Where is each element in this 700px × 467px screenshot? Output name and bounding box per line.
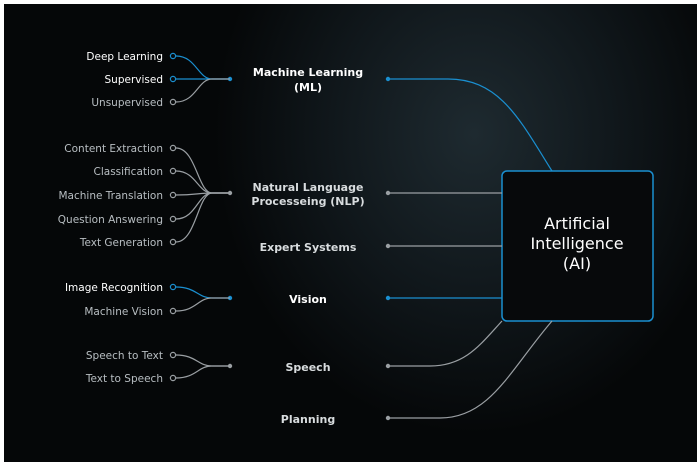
- leaf-connector: [175, 78, 230, 103]
- leaf-label: Text Generation: [79, 237, 163, 249]
- leaf-connector: [175, 170, 230, 194]
- ai-root-label: Artificial: [544, 214, 610, 233]
- leaf-node: [169, 167, 177, 175]
- leaf-connector: [175, 286, 230, 299]
- ai-root-label: Intelligence: [530, 234, 623, 253]
- connector-to-ai: [388, 320, 503, 367]
- category-node-right: [385, 363, 391, 369]
- leaf-node: [169, 374, 177, 382]
- category-node-right: [385, 415, 391, 421]
- leaf-label: Unsupervised: [91, 97, 163, 109]
- leaf-label: Question Answering: [58, 214, 163, 226]
- leaf-node: [169, 75, 177, 83]
- leaf-label: Image Recognition: [65, 282, 163, 294]
- leaf-label: Machine Translation: [58, 190, 163, 202]
- category-node-right: [385, 76, 391, 82]
- category-label: (ML): [294, 81, 322, 94]
- leaf-connector: [175, 365, 230, 379]
- connector-to-ai: [388, 320, 553, 419]
- leaf-node: [169, 307, 177, 315]
- category-label: Expert Systems: [260, 241, 357, 254]
- category-label: Machine Learning: [253, 66, 363, 79]
- leaf-node: [169, 283, 177, 291]
- category-node-right: [385, 190, 391, 196]
- leaf-connector: [175, 55, 230, 80]
- category-label: Planning: [281, 413, 335, 426]
- ai-root-label: (AI): [563, 254, 591, 273]
- leaf-label: Content Extraction: [64, 143, 163, 155]
- leaf-connector: [175, 192, 230, 243]
- leaf-node: [169, 98, 177, 106]
- leaf-node: [169, 351, 177, 359]
- leaf-node: [169, 191, 177, 199]
- category-label: Natural Language: [253, 181, 364, 194]
- category-node-right: [385, 243, 391, 249]
- leaf-label: Text to Speech: [85, 373, 163, 385]
- leaf-connector: [175, 354, 230, 367]
- category-label: Processeing (NLP): [251, 195, 364, 208]
- leaf-label: Supervised: [105, 74, 164, 86]
- leaf-connector: [175, 147, 230, 194]
- connector-to-ai: [388, 78, 553, 172]
- leaf-connector: [175, 297, 230, 312]
- leaf-label: Machine Vision: [84, 306, 163, 318]
- leaf-node: [169, 52, 177, 60]
- leaf-label: Classification: [94, 166, 163, 178]
- leaf-node: [169, 144, 177, 152]
- leaf-label: Speech to Text: [86, 350, 163, 362]
- leaf-label: Deep Learning: [86, 51, 163, 63]
- category-label: Vision: [289, 293, 327, 306]
- category-label: Speech: [285, 361, 330, 374]
- leaf-node: [169, 215, 177, 223]
- leaf-node: [169, 238, 177, 246]
- category-node-right: [385, 295, 391, 301]
- leaf-connector: [175, 192, 230, 220]
